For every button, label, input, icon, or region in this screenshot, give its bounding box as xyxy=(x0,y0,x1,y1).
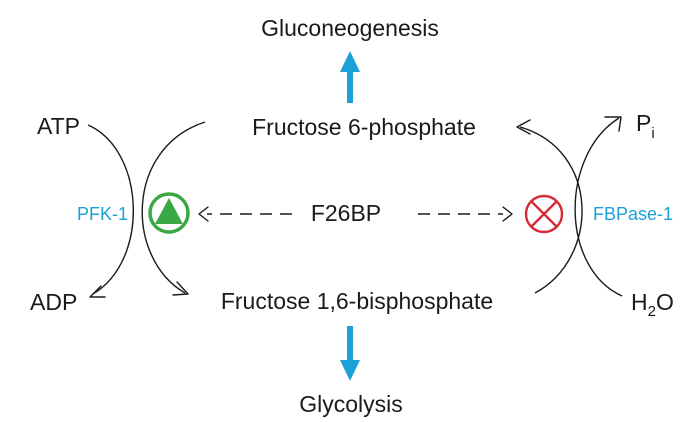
gluconeogenesis-arrow xyxy=(340,51,360,103)
pfk1-reaction-curves xyxy=(87,121,206,298)
gluconeogenesis-label: Gluconeogenesis xyxy=(261,15,439,41)
h2o-subscript: 2 xyxy=(648,303,656,320)
glycolysis-label: Glycolysis xyxy=(299,391,403,417)
f26bp-to-pfk1-arrow xyxy=(198,206,292,222)
f26bp-to-fbpase1-arrow xyxy=(418,206,513,222)
atp-label: ATP xyxy=(37,113,80,139)
pi-label: Pi xyxy=(636,110,655,142)
pi-main: P xyxy=(636,110,651,136)
h2o-o: O xyxy=(656,289,674,315)
fructose-6-phosphate-label: Fructose 6-phosphate xyxy=(252,114,476,140)
activator-triangle-icon xyxy=(148,192,190,234)
adp-label: ADP xyxy=(30,289,77,315)
pi-subscript: i xyxy=(651,125,654,142)
h2o-h: H xyxy=(631,289,648,315)
fructose-1-6-bisphosphate-label: Fructose 1,6-bisphosphate xyxy=(221,288,493,314)
inhibitor-x-icon xyxy=(524,194,564,234)
fbpase1-reaction-curves xyxy=(516,116,623,297)
pfk1-label: PFK-1 xyxy=(77,204,128,224)
fbpase1-label: FBPase-1 xyxy=(593,204,673,224)
f26bp-label: F26BP xyxy=(311,200,381,226)
h2o-label: H2O xyxy=(631,289,674,320)
glycolysis-arrow xyxy=(340,326,360,381)
